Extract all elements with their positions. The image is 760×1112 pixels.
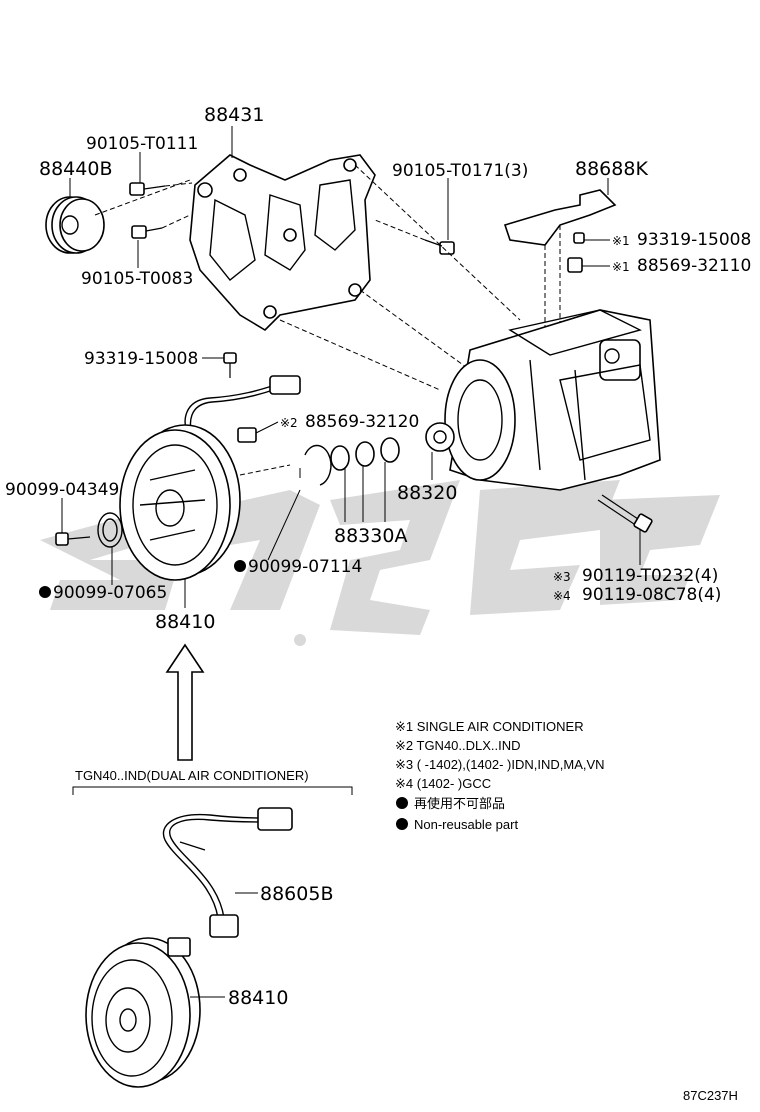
callout-bracket: 88431 [204,104,264,126]
bolt-93319-15008-lower[interactable] [223,352,237,378]
callout-shim: 90099-07065 [53,583,167,603]
callout-bolt-t0232: 90119-T0232(4) [582,566,718,586]
magnetic-clutch-upper[interactable] [119,424,241,581]
ac-compressor[interactable] [425,309,661,491]
legend-line-5: 再使用不可部品 [414,796,505,812]
callout-clip-32110: 88569-32110 [637,256,751,276]
mark-1-lower: ※1 [612,260,630,274]
legend-dot-en [396,818,408,830]
clip-88569-32110[interactable] [567,257,583,273]
callout-bolt-t0111: 90105-T0111 [86,134,198,154]
variant-bracket-line [72,786,353,795]
o-ring-set[interactable] [330,437,400,471]
bolt-90119-t0232[interactable] [597,494,653,533]
legend-line-1: ※1 SINGLE AIR CONDITIONER [395,719,584,734]
mark-4: ※4 [553,589,571,603]
callout-bolt-15008-upper: 93319-15008 [637,230,751,250]
callout-o-rings: 88330A [334,525,407,547]
callout-clutch-lower: 88410 [228,987,288,1009]
bolt-90105-t0171[interactable] [424,239,455,255]
snap-ring[interactable] [299,444,332,486]
callout-bolt-08c78: 90119-08C78(4) [582,585,721,605]
idler-pulley[interactable] [45,196,105,254]
mark-3: ※3 [553,570,571,584]
variant-arrow [165,643,205,761]
magnetic-clutch-lower[interactable] [85,937,201,1088]
mark-2: ※2 [280,416,298,430]
callout-idler-pulley: 88440B [39,158,112,180]
callout-bracket-k: 88688K [575,158,648,180]
callout-clip-32120: 88569-32120 [305,412,419,432]
clutch-harness-lower[interactable] [162,807,293,938]
callout-bolt-t0083: 90105-T0083 [81,269,193,289]
bolt-90105-t0111[interactable] [129,182,166,196]
non-reusable-dot-snap-ring [234,560,246,572]
callout-bolt-04349: 90099-04349 [5,480,119,500]
bracket-88688k[interactable] [503,189,617,246]
callout-bolt-t0171: 90105-T0171(3) [392,161,528,181]
callout-bolt-15008-lower: 93319-15008 [84,349,198,369]
shim-90099-07065[interactable] [97,512,123,548]
variant-header: TGN40..IND(DUAL AIR CONDITIONER) [75,768,309,783]
compressor-bracket[interactable] [189,154,376,332]
callout-snap-ring: 90099-07114 [248,557,362,577]
bolt-93319-15008-upper[interactable] [573,232,585,244]
legend-dot-jp [396,797,408,809]
callout-compressor: 88320 [397,482,457,504]
legend-line-4: ※4 (1402- )GCC [395,776,491,791]
callout-clutch-upper: 88410 [155,611,215,633]
mark-1-upper: ※1 [612,234,630,248]
diagram-code: 87C237H [683,1088,738,1103]
legend: ※1 SINGLE AIR CONDITIONER ※2 TGN40..DLX.… [395,719,605,832]
clutch-harness-upper[interactable] [184,375,301,443]
callout-harness: 88605B [260,883,333,905]
legend-line-6: Non-reusable part [414,817,518,832]
bolt-90105-t0083[interactable] [131,225,163,239]
legend-line-2: ※2 TGN40..DLX..IND [395,738,521,753]
legend-line-3: ※3 ( -1402),(1402- )IDN,IND,MA,VN [395,757,605,772]
non-reusable-dot-shim [39,586,51,598]
